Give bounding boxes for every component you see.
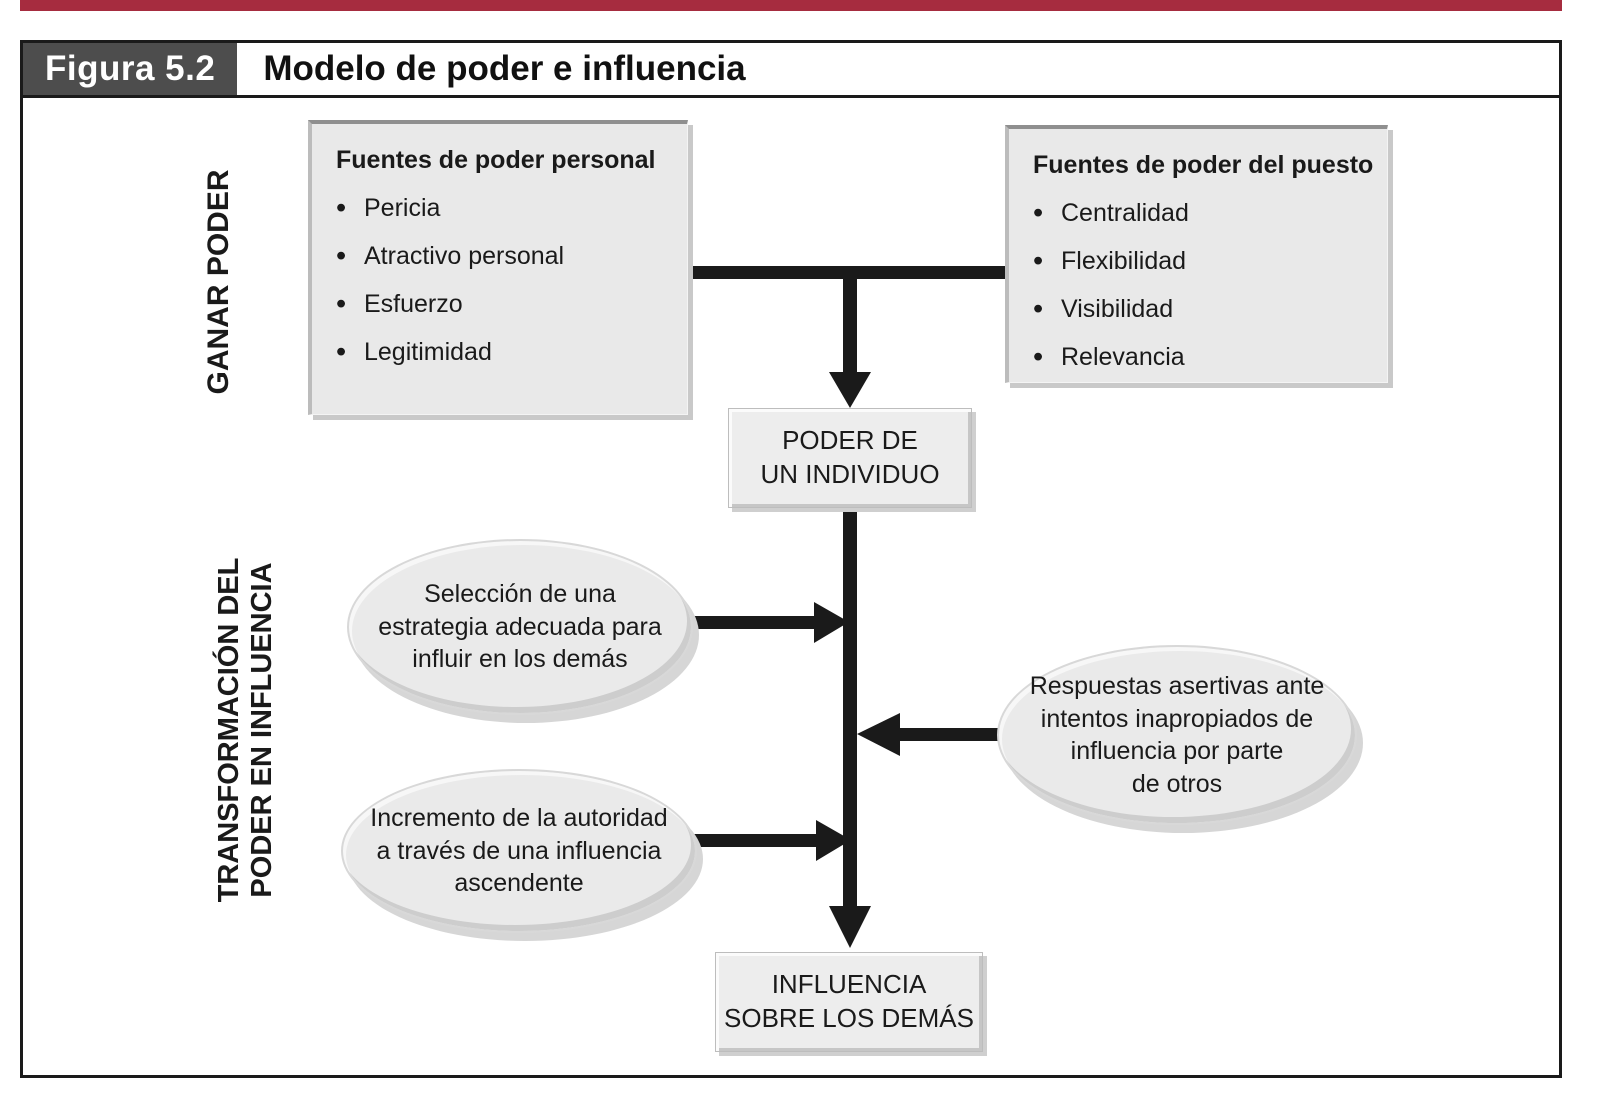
figure-number-label: Figura 5.2 <box>23 43 238 95</box>
bullet-item: Relevancia <box>1033 341 1377 374</box>
bullet-item: Pericia <box>336 192 677 225</box>
personal-power-list: PericiaAtractivo personalEsfuerzoLegitim… <box>336 192 677 369</box>
position-power-list: CentralidadFlexibilidadVisibilidadReleva… <box>1033 197 1377 374</box>
bullet-item: Atractivo personal <box>336 240 677 273</box>
bullet-item: Visibilidad <box>1033 293 1377 326</box>
bullet-item: Centralidad <box>1033 197 1377 230</box>
authority-increase-ellipse: Incremento de la autoridad a través de u… <box>341 769 697 933</box>
bullet-item: Legitimidad <box>336 336 677 369</box>
bullet-item: Flexibilidad <box>1033 245 1377 278</box>
individual-power-node: PODER DE UN INDIVIDUO <box>728 408 972 508</box>
top-accent-bar <box>20 0 1562 11</box>
section-label-transformacion: TRANSFORMACIÓN DEL PODER EN INFLUENCIA <box>213 557 279 903</box>
figure-title: Modelo de poder e influencia <box>263 49 746 88</box>
position-power-title: Fuentes de poder del puesto <box>1033 151 1374 179</box>
position-power-box: Fuentes de poder del puesto CentralidadF… <box>1005 125 1388 383</box>
figure-header: Figura 5.2 Modelo de poder e influencia <box>23 43 1559 98</box>
strategy-selection-ellipse: Selección de una estrategia adecuada par… <box>347 539 693 715</box>
bullet-item: Esfuerzo <box>336 288 677 321</box>
personal-power-box: Fuentes de poder personal PericiaAtracti… <box>308 120 688 415</box>
section-label-ganar-poder: GANAR PODER <box>202 169 235 395</box>
personal-power-title: Fuentes de poder personal <box>336 146 656 174</box>
influence-on-others-node: INFLUENCIA SOBRE LOS DEMÁS <box>715 952 983 1052</box>
assertive-responses-ellipse: Respuestas asertivas ante intentos inapr… <box>997 645 1357 825</box>
